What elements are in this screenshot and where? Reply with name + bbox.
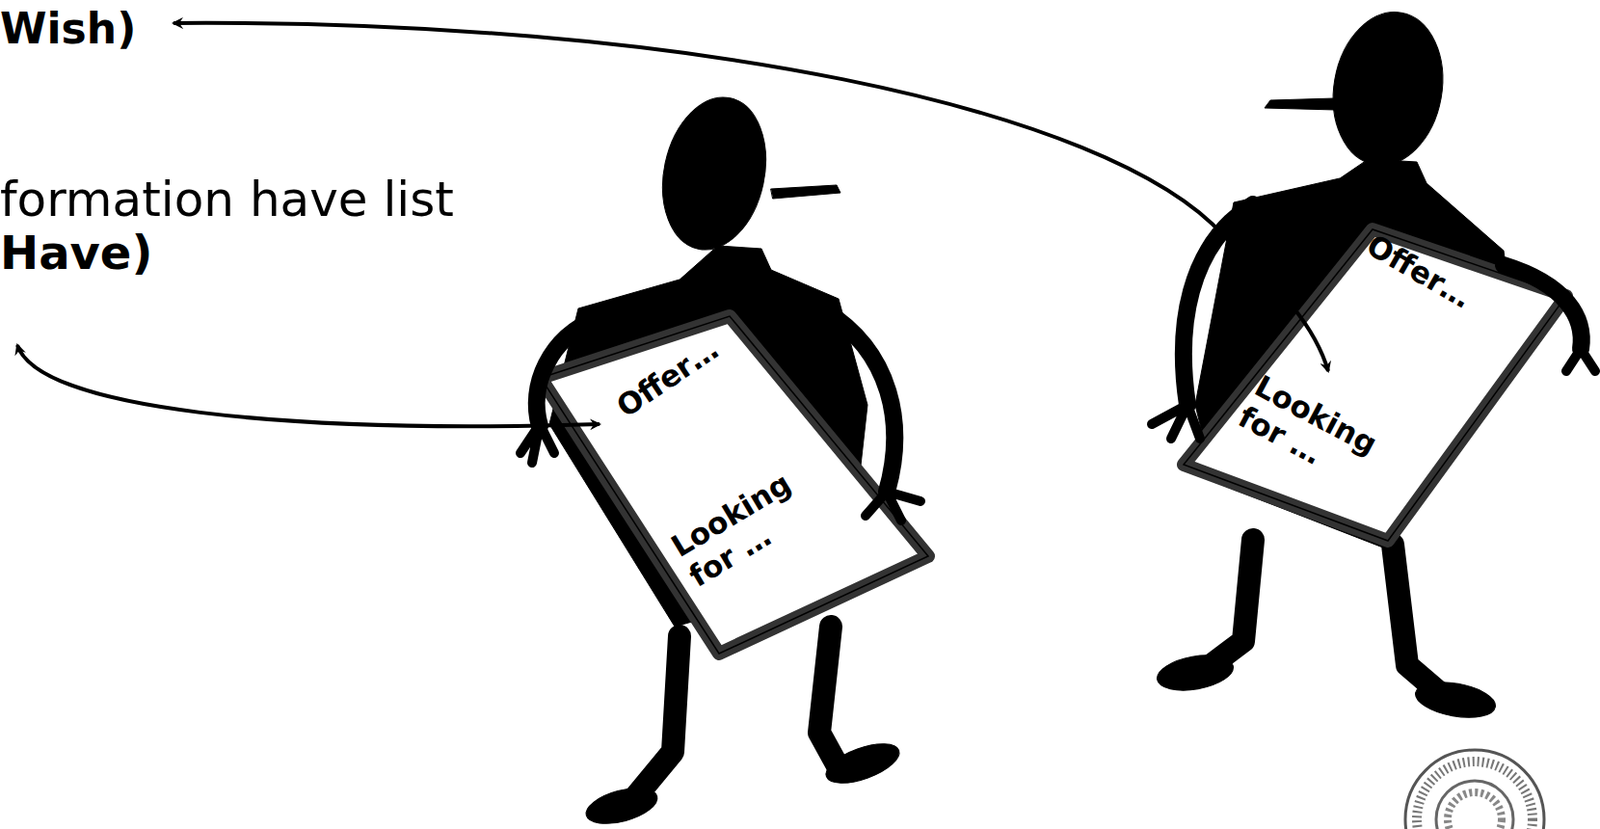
- leg: [631, 636, 680, 802]
- arm: [536, 318, 598, 427]
- leg: [1392, 544, 1441, 694]
- foot: [1413, 676, 1499, 723]
- cap-brim: [771, 185, 841, 199]
- slide-text: Have): [0, 225, 153, 280]
- arm: [824, 310, 895, 492]
- hand: [1151, 404, 1200, 439]
- head: [1321, 2, 1455, 174]
- foot: [582, 781, 662, 829]
- leader-arrow: [17, 345, 600, 427]
- hand: [1566, 348, 1596, 372]
- leg: [819, 626, 841, 772]
- leg: [1204, 539, 1254, 670]
- arm: [1183, 204, 1254, 405]
- foot: [1154, 649, 1237, 695]
- hand: [865, 491, 921, 521]
- slide-text: Wish): [0, 3, 136, 54]
- hand: [520, 424, 555, 463]
- cap-brim: [1264, 98, 1336, 110]
- head: [649, 87, 780, 260]
- slide-text: formation have list: [0, 171, 454, 228]
- university-seal: [1405, 749, 1545, 829]
- arm: [1503, 265, 1582, 349]
- foot: [821, 735, 905, 791]
